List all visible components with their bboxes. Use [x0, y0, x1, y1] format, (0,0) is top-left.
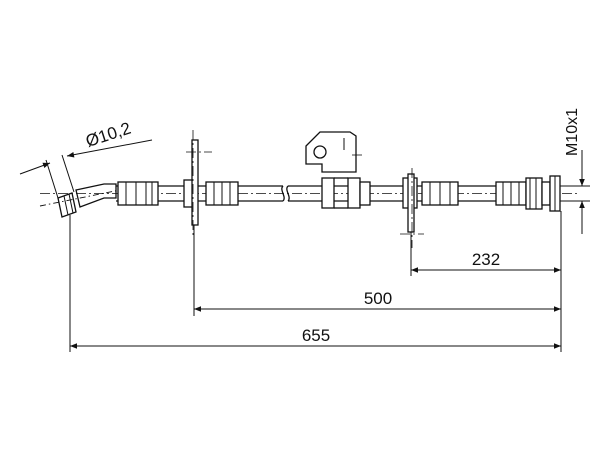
crimp-sleeve-1 [117, 181, 159, 206]
thread-label: M10x1 [564, 108, 581, 156]
dimension-500-label: 500 [364, 289, 392, 308]
crimp-sleeve-4 [495, 181, 527, 206]
left-end-fitting [39, 183, 121, 218]
crimp-sleeve-2 [205, 181, 239, 206]
dimension-500: 500 [194, 289, 561, 312]
crimp-sleeve-3 [421, 181, 459, 206]
mounting-bracket-2 [400, 168, 424, 248]
diameter-label: Ø10,2 [83, 119, 133, 151]
clip-bracket [305, 131, 371, 209]
mounting-bracket-1 [183, 130, 212, 236]
dimension-232: 232 [411, 250, 561, 273]
dimension-232-label: 232 [472, 250, 500, 269]
dimension-655: 655 [70, 326, 561, 349]
right-end-fitting [525, 175, 561, 212]
thread-dimension: M10x1 [560, 108, 590, 234]
dimension-655-label: 655 [302, 326, 330, 345]
